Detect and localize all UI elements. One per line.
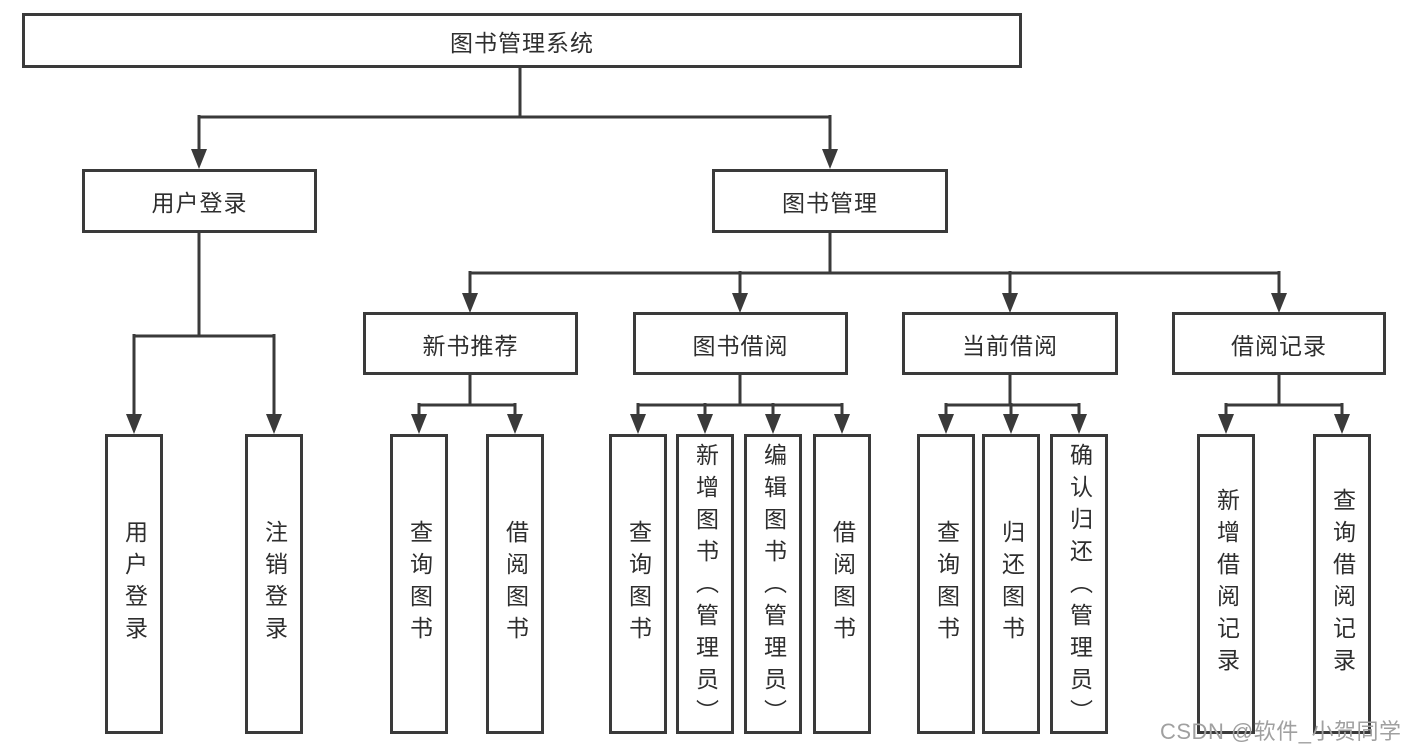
leaf-borrow-books-recommend: 借阅图书	[486, 434, 544, 734]
leaf-return-books: 归还图书	[982, 434, 1040, 734]
watermark-text: CSDN @软件_小贺同学	[1160, 719, 1402, 744]
leaf-confirm-return-admin: 确认归还（管理员）	[1050, 434, 1108, 734]
leaf-borrow-books: 借阅图书	[813, 434, 871, 734]
leaf-user-login: 用户登录	[105, 434, 163, 734]
leaf-add-borrow-record: 新增借阅记录	[1197, 434, 1255, 734]
leaf-add-books-admin: 新增图书（管理员）	[676, 434, 734, 734]
node-book-management: 图书管理	[712, 169, 948, 233]
leaf-logout: 注销登录	[245, 434, 303, 734]
node-borrow-record: 借阅记录	[1172, 312, 1386, 375]
node-current-borrow: 当前借阅	[902, 312, 1118, 375]
node-library-management-system: 图书管理系统	[22, 13, 1022, 68]
leaf-query-borrow-record: 查询借阅记录	[1313, 434, 1371, 734]
leaf-query-books-borrow: 查询图书	[609, 434, 667, 734]
leaf-query-books-current: 查询图书	[917, 434, 975, 734]
node-new-book-recommend: 新书推荐	[363, 312, 578, 375]
node-user-login: 用户登录	[82, 169, 317, 233]
leaf-query-books-recommend: 查询图书	[390, 434, 448, 734]
node-book-borrow: 图书借阅	[633, 312, 848, 375]
leaf-edit-books-admin: 编辑图书（管理员）	[744, 434, 802, 734]
